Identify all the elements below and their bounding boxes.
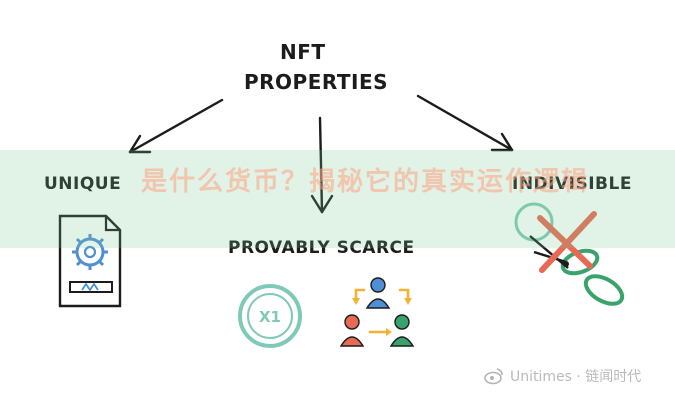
overlay-banner-text: 是什么货币？揭秘它的真实运作逻辑 [140, 167, 589, 197]
diagram-title-line1: NFT [280, 40, 326, 64]
watermark-text: Unitimes · 链闻时代 [510, 369, 642, 385]
coin-label: X1 [259, 308, 281, 326]
label-indivisible: INDIVISIBLE [512, 174, 632, 194]
label-unique: UNIQUE [44, 174, 122, 194]
arrow-left [128, 98, 224, 154]
arrow-middle [310, 116, 334, 214]
arrow-right [416, 94, 514, 152]
weibo-icon [484, 368, 503, 385]
overlay-banner [0, 150, 675, 248]
watermark: Unitimes · 链闻时代 [484, 366, 641, 386]
diagram-title-line2: PROPERTIES [244, 70, 389, 94]
cross-mark-icon [537, 211, 597, 273]
label-provably-scarce: PROVABLY SCARCE [228, 238, 415, 258]
coin-icon [238, 284, 302, 348]
people-exchange-icon [339, 277, 415, 347]
document-gear-icon [58, 214, 122, 308]
